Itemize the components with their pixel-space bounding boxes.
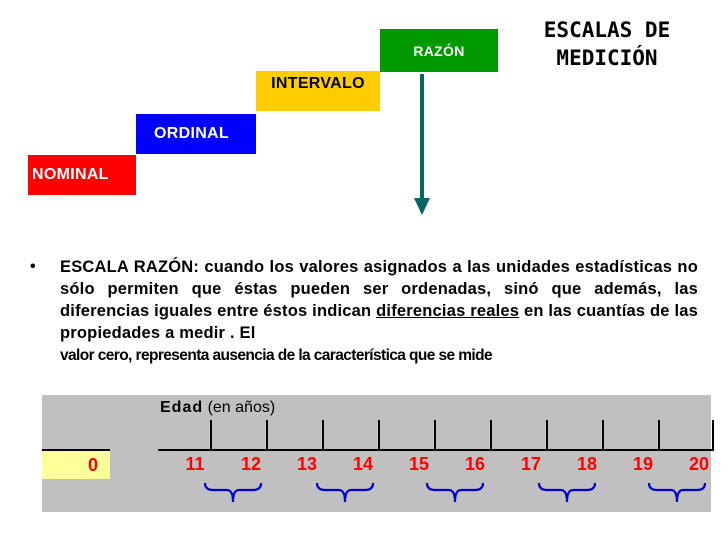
scale-tick [546, 420, 548, 450]
scale-number: 11 [185, 454, 205, 474]
scale-tick [266, 420, 268, 450]
bullet-mid: en las cuantías de las propiedades a med… [60, 302, 699, 342]
scale-tick [490, 420, 492, 450]
scale-left-line [42, 449, 110, 451]
scale-panel [42, 395, 711, 512]
brace-icon [647, 482, 707, 503]
bullet-paragraph: • ESCALA RAZÓN: cuando los valores asign… [30, 256, 698, 367]
brace-icon [425, 482, 485, 503]
scale-tick [322, 420, 324, 450]
step-intervalo: INTERVALO [256, 71, 380, 111]
bullet-icon: • [30, 258, 36, 275]
step-nominal-label: NOMINAL [32, 166, 109, 183]
interval-braces [203, 482, 707, 503]
scale-right-edge [712, 420, 714, 451]
scale-label-unit: (en años) [207, 399, 276, 416]
scale-label: Edad (en años) [160, 399, 275, 417]
scale-number: 16 [464, 454, 486, 474]
step-razon: RAZÓN [380, 29, 498, 72]
down-arrow-icon [414, 74, 430, 215]
bullet-lead: ESCALA RAZÓN: cuando los valores asignad… [60, 258, 698, 320]
scale-label-bold: Edad [160, 399, 204, 416]
scale-number: 15 [408, 454, 430, 474]
scale-number: 18 [576, 454, 598, 474]
brace-icon [203, 482, 263, 503]
title-line-2: MEDICIÓN [556, 46, 658, 70]
bullet-text: ESCALA RAZÓN: cuando los valores asignad… [60, 256, 698, 367]
scale-number: 12 [240, 454, 262, 474]
scale-axis-line [158, 449, 714, 451]
scale-number: 14 [352, 454, 374, 474]
brace-icon [537, 482, 597, 503]
step-nominal: NOMINAL [28, 155, 136, 195]
bullet-last: valor cero, representa ausencia de la ca… [60, 347, 493, 364]
zero-value-box: 0 [42, 451, 110, 479]
scale-tick [602, 420, 604, 450]
brace-icon [315, 482, 375, 503]
step-ordinal: ORDINAL [136, 114, 256, 154]
scale-number: 20 [688, 454, 710, 474]
step-razon-label: RAZÓN [413, 42, 465, 59]
title-line-1: ESCALAS DE [543, 18, 671, 42]
scale-number: 19 [632, 454, 654, 474]
scale-tick [658, 420, 660, 450]
zero-value: 0 [87, 454, 98, 475]
step-ordinal-label: ORDINAL [154, 125, 229, 142]
scale-tick [378, 420, 380, 450]
scale-number: 17 [520, 454, 542, 474]
step-intervalo-label: INTERVALO [271, 75, 365, 92]
bullet-underlined: diferencias reales [376, 302, 520, 320]
page-title: ESCALAS DE MEDICIÓN [502, 16, 712, 72]
scale-tick [434, 420, 436, 450]
scale-tick [210, 420, 212, 450]
scale-number: 13 [296, 454, 318, 474]
